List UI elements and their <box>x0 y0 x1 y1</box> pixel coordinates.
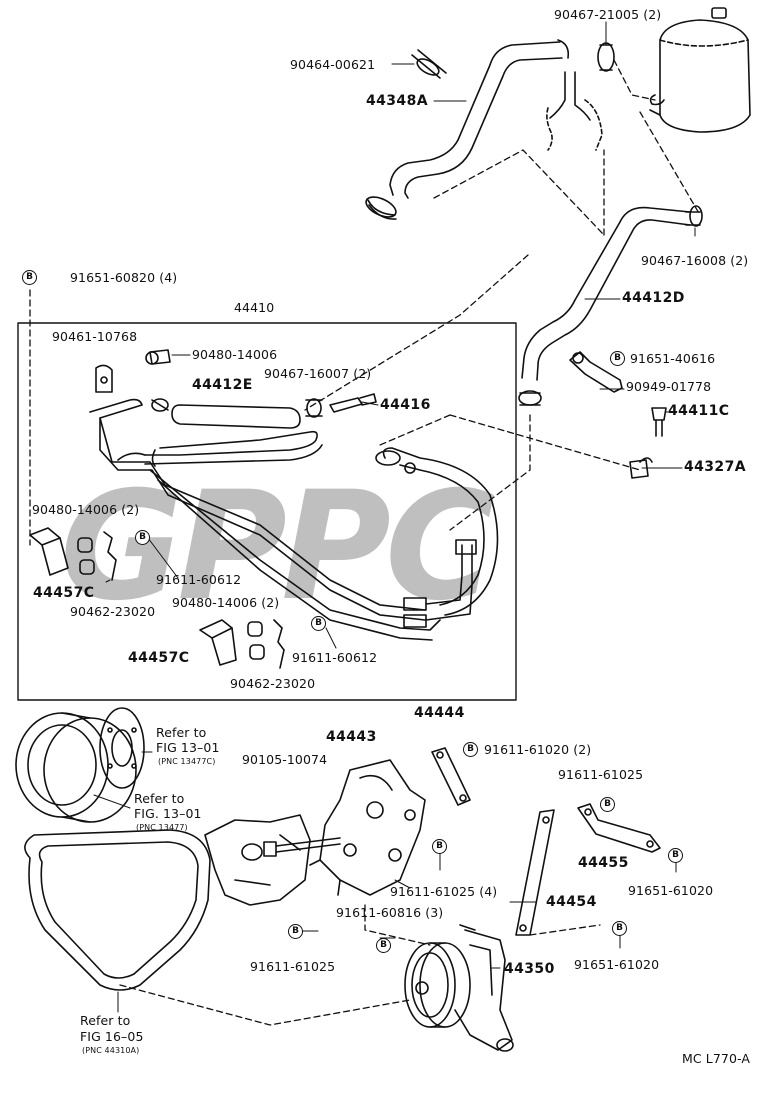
symbol-b-bolt-61025-b: B <box>288 924 303 939</box>
symbol-b-bolt-61025-4: B <box>432 839 447 854</box>
clamp-upper-drawing <box>597 42 615 72</box>
ref2-pnc: (PNC 13477) <box>136 823 188 832</box>
symbol-b-bolt-61025-a: B <box>600 797 615 812</box>
label-44412e: 44412E <box>192 377 253 393</box>
label-44348a: 44348A <box>366 93 428 109</box>
bracket-44444-drawing <box>431 747 471 806</box>
ref2-line1: Refer to <box>134 791 185 806</box>
label-90461-10768: 90461-10768 <box>52 329 138 344</box>
bolt-long-drawing <box>263 837 341 857</box>
symbol-b-bolt-top-left: B <box>22 270 37 285</box>
label-91611-60612-left: 91611-60612 <box>156 572 242 587</box>
label-90467-21005: 90467-21005 (2) <box>554 7 662 22</box>
ref2-line2: FIG. 13–01 <box>134 806 202 821</box>
label-44412d: 44412D <box>622 290 685 306</box>
label-91651-40616: 91651-40616 <box>630 351 716 366</box>
watermark: GPPC <box>60 460 495 634</box>
label-91651-61020-c: 91651-61020 <box>574 957 660 972</box>
label-44327a: 44327A <box>684 459 746 475</box>
hose-44412d-drawing <box>518 205 703 406</box>
symbol-b-bolt-61020-c: B <box>612 921 627 936</box>
label-44443: 44443 <box>326 729 377 745</box>
return-hose-drawing <box>375 447 499 616</box>
hose-44412e-drawing <box>151 398 323 429</box>
label-44416: 44416 <box>380 397 431 413</box>
ref3-line1: Refer to <box>80 1013 131 1028</box>
label-44455: 44455 <box>578 855 629 871</box>
leader-lines-solid <box>93 21 696 1013</box>
label-90949-01778: 90949-01778 <box>626 379 712 394</box>
label-90462-23020-left: 90462-23020 <box>70 604 156 619</box>
label-90467-16008: 90467-16008 (2) <box>641 253 749 268</box>
leader-lines-lower <box>119 414 641 1026</box>
tube-clamp-drawing <box>95 349 171 393</box>
belt-drawing <box>24 829 211 991</box>
label-90480-14006-left: 90480-14006 (2) <box>32 502 140 517</box>
clamp-44457c-left-drawing <box>29 527 117 581</box>
reservoir-bracket-drawing <box>546 71 603 151</box>
label-90480-14006-mid: 90480-14006 (2) <box>172 595 280 610</box>
symbol-b-bolt-left: B <box>135 530 150 545</box>
label-44454: 44454 <box>546 894 597 910</box>
group-box-44410 <box>17 322 517 701</box>
label-91611-60612-mid: 91611-60612 <box>292 650 378 665</box>
ref3-line2: FIG 16–05 <box>80 1029 144 1044</box>
reservoir-drawing <box>649 7 751 133</box>
diagram-id: MC L770-A <box>682 1051 750 1066</box>
label-44350: 44350 <box>504 961 555 977</box>
label-91611-61025-a: 91611-61025 <box>558 767 644 782</box>
ref3-pnc: (PNC 44310A) <box>82 1046 140 1055</box>
label-44444: 44444 <box>414 705 465 721</box>
label-91611-61020: 91611-61020 (2) <box>484 742 592 757</box>
symbol-b-bolt-44444: B <box>463 742 478 757</box>
leader-lines-upper <box>29 59 701 546</box>
bracket-right-drawing <box>569 351 667 479</box>
stay-44454-drawing <box>515 809 555 936</box>
label-44410: 44410 <box>234 300 275 315</box>
ref1-pnc: (PNC 13477C) <box>158 757 216 766</box>
label-91651-61020-b: 91651-61020 <box>628 883 714 898</box>
symbol-b-bolt-60816: B <box>376 938 391 953</box>
label-90462-23020-mid: 90462-23020 <box>230 676 316 691</box>
label-91611-61025-b: 91611-61025 <box>250 959 336 974</box>
stay-44455-drawing <box>577 803 661 853</box>
label-90464-00621: 90464-00621 <box>290 57 376 72</box>
label-44411c: 44411C <box>668 403 730 419</box>
pulley-drawing <box>15 707 145 823</box>
clamp-44457c-mid-drawing <box>199 619 285 669</box>
label-90467-16007: 90467-16007 (2) <box>264 366 372 381</box>
symbol-b-bolt-mid: B <box>311 616 326 631</box>
pump-44350-drawing <box>404 924 514 1052</box>
bracket-44443-drawing <box>309 759 426 896</box>
label-44457c-mid: 44457C <box>128 650 190 666</box>
symbol-b-bolt-61020-b: B <box>668 848 683 863</box>
ref1-line1: Refer to <box>156 725 207 740</box>
label-90480-14006-top: 90480-14006 <box>192 347 278 362</box>
hose-44348a-drawing <box>365 39 570 220</box>
label-91651-60820: 91651-60820 (4) <box>70 270 178 285</box>
label-44457c-left: 44457C <box>33 585 95 601</box>
ref1-line2: FIG 13–01 <box>156 740 220 755</box>
pressure-tube-drawing <box>89 398 477 641</box>
label-90105-10074: 90105-10074 <box>242 752 328 767</box>
label-91611-60816: 91611-60816 (3) <box>336 905 444 920</box>
engine-fragment-drawing <box>204 814 311 906</box>
label-91611-61025-4: 91611-61025 (4) <box>390 884 498 899</box>
symbol-b-bolt-right1: B <box>610 351 625 366</box>
